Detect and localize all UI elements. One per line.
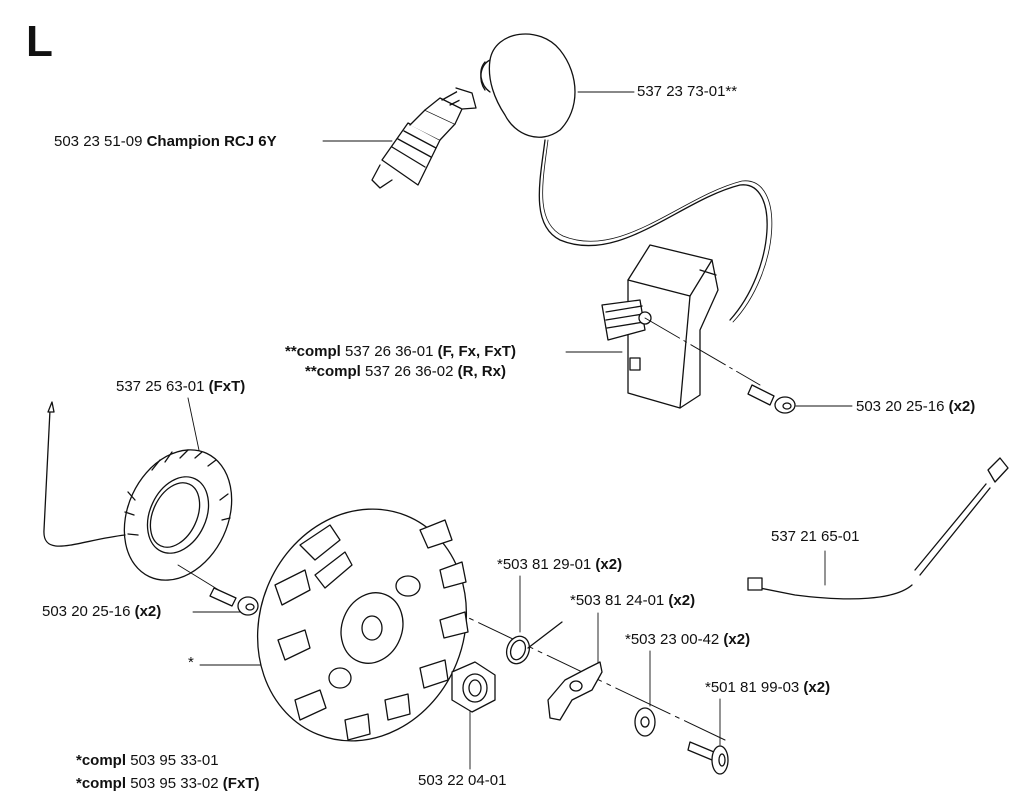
sensor-ring [123, 449, 233, 581]
circlip [505, 621, 563, 665]
shoulder-screw [687, 741, 729, 775]
label-pawl: *503 81 24-01 (x2) [570, 592, 696, 609]
spark-plug [371, 87, 477, 189]
pawl [547, 661, 603, 721]
label-ignition-module-2: **compl 537 26 36-02 (R, Rx) [305, 363, 506, 380]
ht-lead [538, 139, 768, 321]
label-sensor-ring: 537 25 63-01 (FxT) [116, 378, 246, 395]
label-flywheel-2: *compl 503 95 33-02 (FxT) [76, 775, 260, 792]
label-washer: *503 23 00-42 (x2) [625, 631, 751, 648]
label-flywheel-star: * [188, 654, 194, 671]
flywheel [256, 508, 469, 742]
label-module-screw: 503 20 25-16 (x2) [856, 398, 976, 415]
sensor-wire [43, 409, 126, 547]
ring-screw [177, 564, 259, 616]
label-nut: 503 22 04-01 [418, 772, 507, 789]
label-cable: 537 21 65-01 [771, 528, 860, 545]
module-screw [644, 317, 796, 414]
label-plug-cap: 537 23 73-01** [637, 83, 738, 100]
label-flywheel-1: *compl 503 95 33-01 [76, 752, 219, 769]
label-ring-screw: 503 20 25-16 (x2) [42, 603, 162, 620]
label-shoulder-screw: *501 81 99-03 (x2) [705, 679, 831, 696]
washer [634, 707, 656, 737]
flywheel-nut [451, 661, 496, 713]
label-circlip: *503 81 29-01 (x2) [497, 556, 623, 573]
plug-cap [480, 33, 576, 138]
cable [747, 457, 1009, 600]
label-spark-plug: 503 23 51-09 Champion RCJ 6Y [54, 133, 277, 150]
section-letter: L [26, 17, 53, 66]
label-ignition-module-1: **compl 537 26 36-01 (F, Fx, FxT) [285, 343, 516, 360]
ignition-module [601, 244, 719, 409]
